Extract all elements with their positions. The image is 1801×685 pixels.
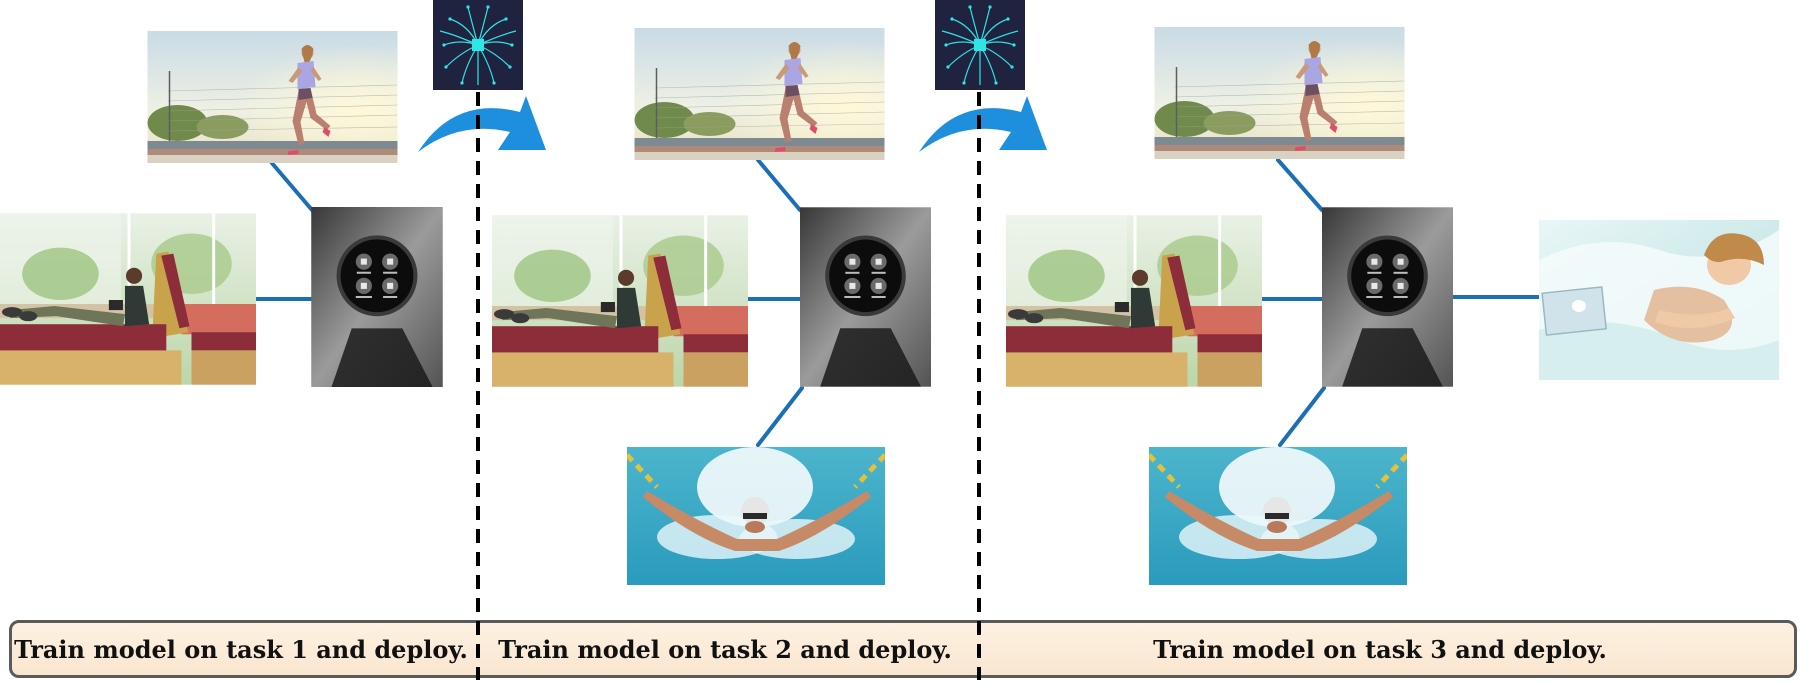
smartwatch-photo (800, 207, 931, 386)
smartwatch-photo (311, 207, 442, 387)
sitting-person-photo (492, 215, 748, 386)
smartwatch-photo (1322, 207, 1453, 386)
task-1-group (0, 31, 443, 387)
connector-line (1278, 160, 1322, 210)
task-3-caption: Train model on task 3 and deploy. (980, 634, 1780, 666)
sleeping-person-photo (1539, 220, 1779, 390)
curved-arrow-icon (418, 96, 546, 152)
neural-chip-icon (433, 0, 523, 90)
swimmer-photo (627, 447, 885, 585)
runner-photo (1155, 27, 1405, 159)
curved-arrow-icon (919, 96, 1047, 152)
swimmer-photo (1149, 447, 1407, 585)
neural-chip-icon (935, 0, 1025, 90)
connector-line (758, 160, 800, 210)
sitting-person-photo (1006, 215, 1262, 386)
connector-line (271, 162, 312, 210)
connector-line (758, 388, 802, 445)
runner-photo (148, 31, 398, 163)
sitting-person-photo (0, 213, 256, 384)
connector-line (1280, 388, 1324, 445)
task-2-caption: Train model on task 2 and deploy. (480, 634, 970, 666)
task-2-group (492, 28, 931, 585)
task-3-group (1006, 27, 1779, 585)
runner-photo (635, 28, 885, 160)
task-1-caption: Train model on task 1 and deploy. (14, 634, 468, 666)
